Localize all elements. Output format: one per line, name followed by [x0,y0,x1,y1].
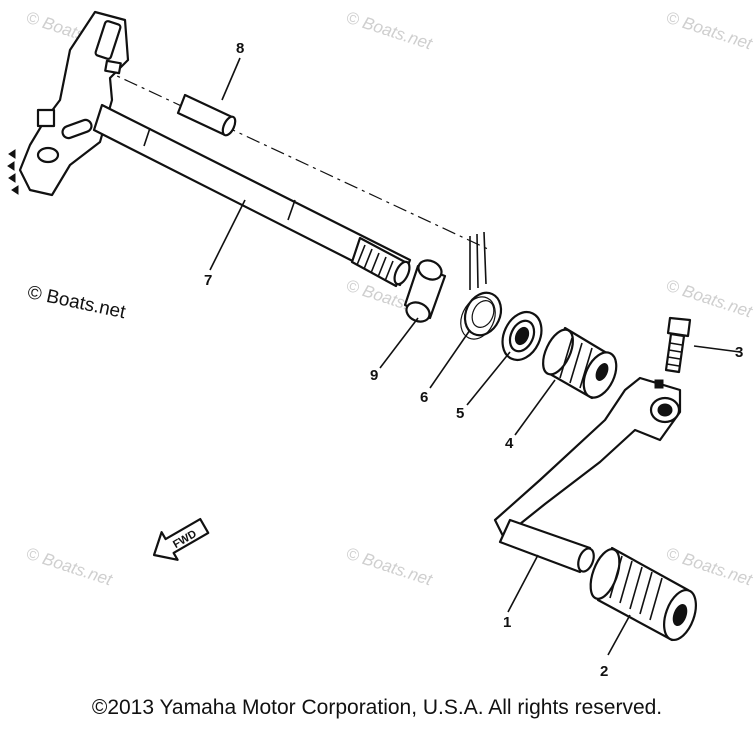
assembly-centerline [99,67,491,251]
callout-leaders [209,57,741,656]
fwd-arrow-icon: FWD [152,517,210,561]
faint-watermark: © Boats.net [344,8,436,54]
part-8-pin [176,93,237,137]
part-5-oil-seal [501,310,543,362]
faint-watermark: © Boats.net [24,544,116,590]
faint-watermark: © Boats.net [664,276,754,322]
faint-watermark: © Boats.net [664,8,754,54]
callout-5: 5 [456,405,464,422]
callout-numbers: 8 7 9 6 5 4 3 1 2 [204,40,743,680]
callout-8: 8 [236,40,244,57]
part-1-shift-pedal [493,376,682,574]
part-7-shift-shaft [7,10,412,288]
callout-4: 4 [505,435,514,452]
faint-watermark: © Boats.net [664,544,754,590]
callout-9: 9 [370,367,378,384]
faint-watermark: © Boats.net [344,544,436,590]
callout-2: 2 [600,663,608,680]
callout-6: 6 [420,389,428,406]
part-3-bolt [664,316,692,374]
faint-watermarks: © Boats.net © Boats.net © Boats.net © Bo… [24,8,754,590]
part-6-spring [460,231,503,340]
copyright-notice: ©2013 Yamaha Motor Corporation, U.S.A. A… [91,696,663,719]
callout-1: 1 [503,614,511,631]
callout-7: 7 [204,272,212,289]
part-2-pedal-rubber [589,546,697,642]
part-4-boot [542,326,618,400]
callout-3: 3 [735,344,743,361]
part-9-collar [403,259,447,323]
